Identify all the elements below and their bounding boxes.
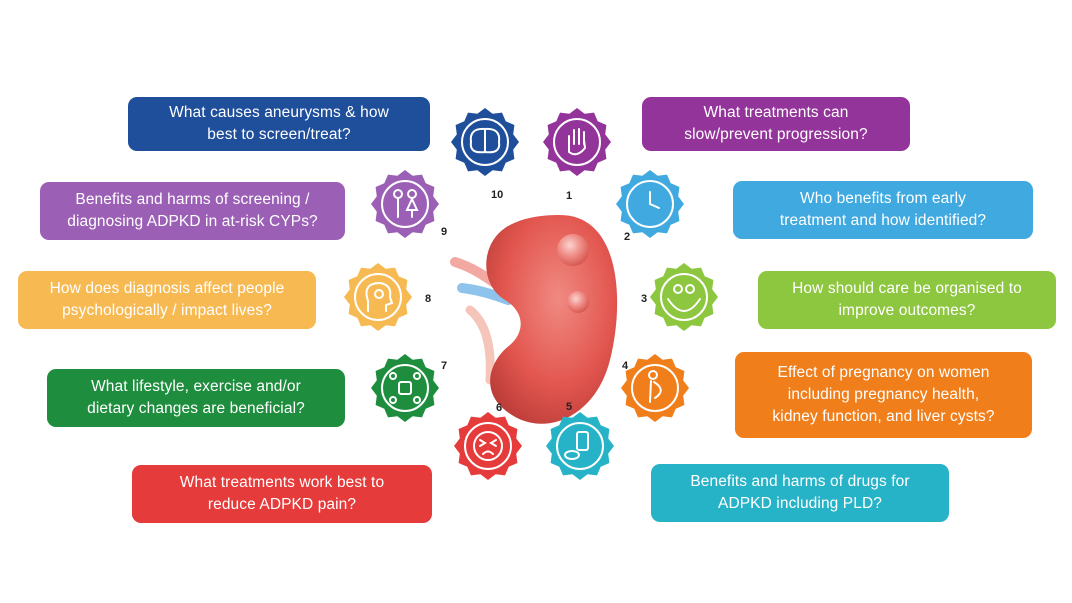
badge-number-2: 2 <box>624 231 631 243</box>
question-text-3-line-2: improve outcomes? <box>838 302 976 319</box>
question-text-7-line-2: dietary changes are beneficial? <box>87 400 305 417</box>
children-icon <box>371 170 439 238</box>
badge-number-4: 4 <box>622 360 629 372</box>
question-box-8: How does diagnosis affect people psycholo… <box>18 271 316 329</box>
question-text-5-line-2: ADPKD including PLD? <box>718 495 882 512</box>
brain-icon <box>451 108 519 176</box>
badge-number-7: 7 <box>441 360 448 372</box>
head-gear-icon <box>344 263 412 331</box>
question-text-1-line-1: What treatments can <box>703 104 849 121</box>
pills-icon <box>546 412 614 480</box>
stop-hand-icon <box>543 108 611 176</box>
clock-icon <box>616 170 684 238</box>
question-text-1-line-2: slow/prevent progression? <box>684 126 868 143</box>
question-box-3: How should care be organised to improve o… <box>758 271 1056 329</box>
question-text-4-line-1: Effect of pregnancy on women <box>777 364 990 381</box>
question-box-9: Benefits and harms of screening / diagnos… <box>40 182 345 240</box>
lifestyle-icon <box>371 354 439 422</box>
question-box-10: What causes aneurysms & how best to scree… <box>128 97 430 151</box>
pregnancy-icon <box>621 354 689 422</box>
badge-number-10: 10 <box>491 189 504 201</box>
question-box-7: What lifestyle, exercise and/or dietary c… <box>47 369 345 427</box>
badge-number-6: 6 <box>496 402 503 414</box>
question-text-10-line-1: What causes aneurysms & how <box>169 104 389 121</box>
question-text-6-line-1: What treatments work best to <box>179 474 385 491</box>
kidney-illustration <box>486 215 618 424</box>
badge-number-8: 8 <box>425 293 432 305</box>
question-text-6-line-2: reduce ADPKD pain? <box>207 496 357 513</box>
question-text-4-line-2: including pregnancy health, <box>787 386 980 403</box>
badge-number-9: 9 <box>441 226 448 238</box>
question-text-3-line-1: How should care be organised to <box>792 280 1022 297</box>
care-hands-icon <box>650 263 718 331</box>
question-box-1: What treatments can slow/prevent progress… <box>642 97 910 151</box>
question-text-4-line-3: kidney function, and liver cysts? <box>772 408 995 425</box>
question-text-5-line-1: Benefits and harms of drugs for <box>690 473 910 490</box>
badge-number-1: 1 <box>566 190 573 202</box>
question-box-2: Who benefits from early treatment and how… <box>733 181 1033 239</box>
question-text-2-line-1: Who benefits from early <box>800 190 966 207</box>
question-text-10-line-2: best to screen/treat? <box>207 126 351 143</box>
question-text-9-line-2: diagnosing ADPKD in at-risk CYPs? <box>67 213 318 230</box>
question-text-2-line-2: treatment and how identified? <box>779 212 987 229</box>
badge-number-3: 3 <box>641 293 648 305</box>
pain-face-icon <box>454 412 522 480</box>
question-box-4: Effect of pregnancy on women including pr… <box>735 352 1032 438</box>
question-text-8-line-1: How does diagnosis affect people <box>49 280 285 297</box>
question-text-8-line-2: psychologically / impact lives? <box>62 302 272 319</box>
badge-number-5: 5 <box>566 401 573 413</box>
question-box-6: What treatments work best to reduce ADPKD… <box>132 465 432 523</box>
question-text-9-line-1: Benefits and harms of screening / <box>75 191 310 208</box>
question-text-7-line-1: What lifestyle, exercise and/or <box>91 378 301 395</box>
